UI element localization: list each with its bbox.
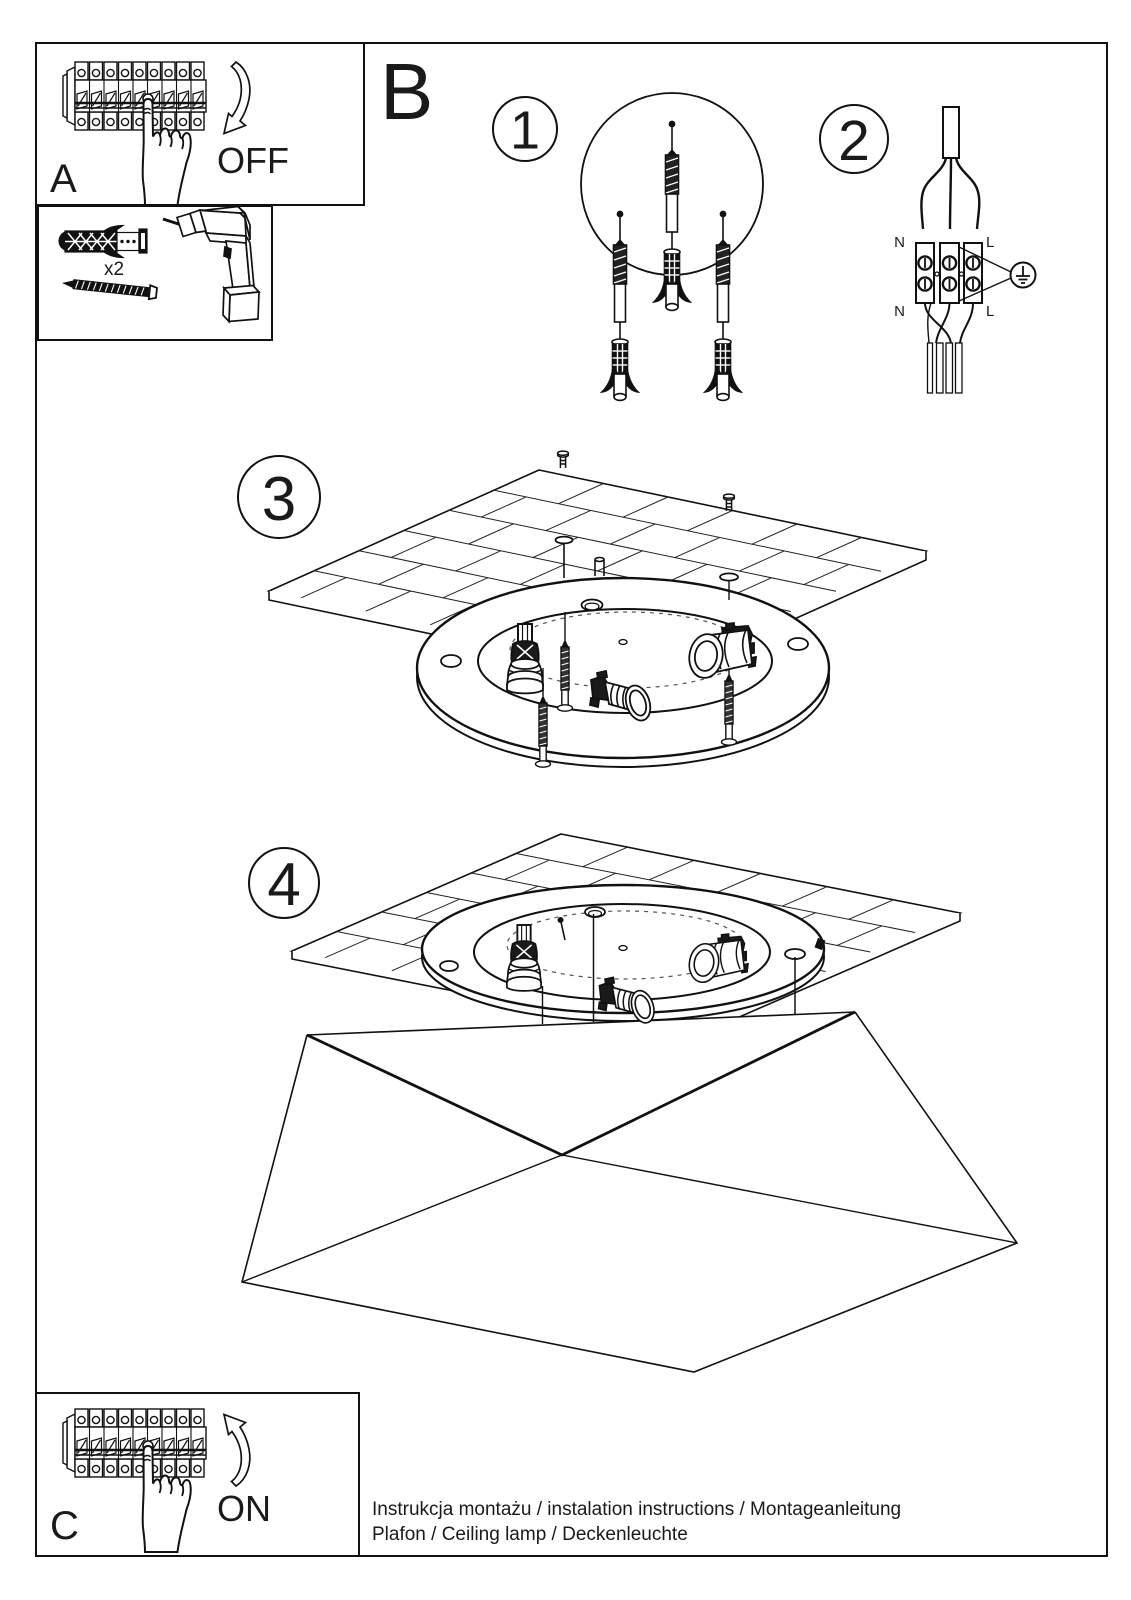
svg-text:1: 1 (510, 101, 540, 161)
svg-text:B: B (380, 47, 433, 136)
svg-text:A: A (50, 157, 77, 201)
svg-text:OFF: OFF (217, 140, 289, 181)
svg-text:3: 3 (262, 465, 296, 534)
svg-text:ON: ON (217, 1488, 271, 1529)
svg-text:2: 2 (838, 109, 870, 173)
svg-text:N: N (894, 234, 905, 251)
svg-text:x2: x2 (104, 259, 124, 280)
svg-text:L: L (986, 234, 994, 251)
svg-text:L: L (986, 303, 994, 320)
svg-text:N: N (894, 303, 905, 320)
svg-text:4: 4 (267, 851, 300, 918)
svg-text:Instrukcja montażu / instalati: Instrukcja montażu / instalation instruc… (372, 1499, 901, 1520)
svg-text:Plafon / Ceiling lamp / Decken: Plafon / Ceiling lamp / Deckenleuchte (372, 1524, 688, 1545)
svg-text:C: C (50, 1504, 79, 1548)
